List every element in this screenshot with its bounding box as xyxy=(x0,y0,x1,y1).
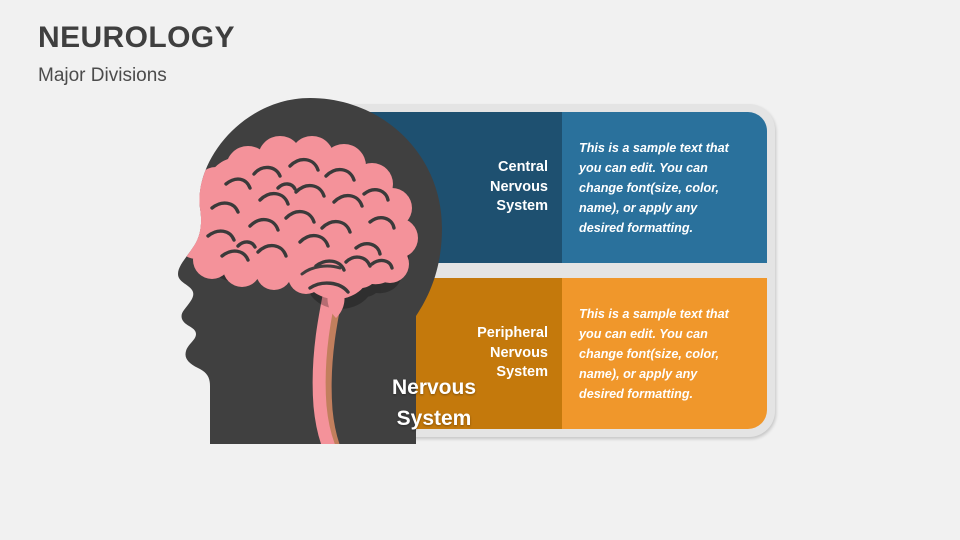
panel-title-pns-line1: Peripheral xyxy=(477,325,548,342)
panels-group: Central Nervous System This is a sample … xyxy=(333,112,767,429)
panel-text-cell-cns: This is a sample text that you can edit.… xyxy=(562,112,767,263)
brain-icon xyxy=(178,136,418,318)
page-subtitle: Major Divisions xyxy=(38,65,167,86)
head-brain-icon: Nervous System xyxy=(150,96,480,446)
panel-title-cns-line3: System xyxy=(496,198,548,215)
panel-title-pns: Peripheral Nervous System xyxy=(477,324,548,383)
panel-title-pns-line3: System xyxy=(496,364,548,381)
heading-block: NEUROLOGY Major Divisions xyxy=(38,18,458,90)
panel-body-cns: This is a sample text that you can edit.… xyxy=(579,140,729,235)
panel-title-cns-line2: Nervous xyxy=(489,178,548,195)
panel-title-cns-line1: Central xyxy=(498,159,548,176)
panel-body-pns: This is a sample text that you can edit.… xyxy=(579,306,729,401)
panel-title-cns: Central Nervous System xyxy=(490,158,548,217)
page-title: NEUROLOGY xyxy=(38,21,235,54)
panel-title-pns-line2: Nervous xyxy=(489,344,548,361)
panel-text-cell-pns: This is a sample text that you can edit.… xyxy=(562,278,767,429)
